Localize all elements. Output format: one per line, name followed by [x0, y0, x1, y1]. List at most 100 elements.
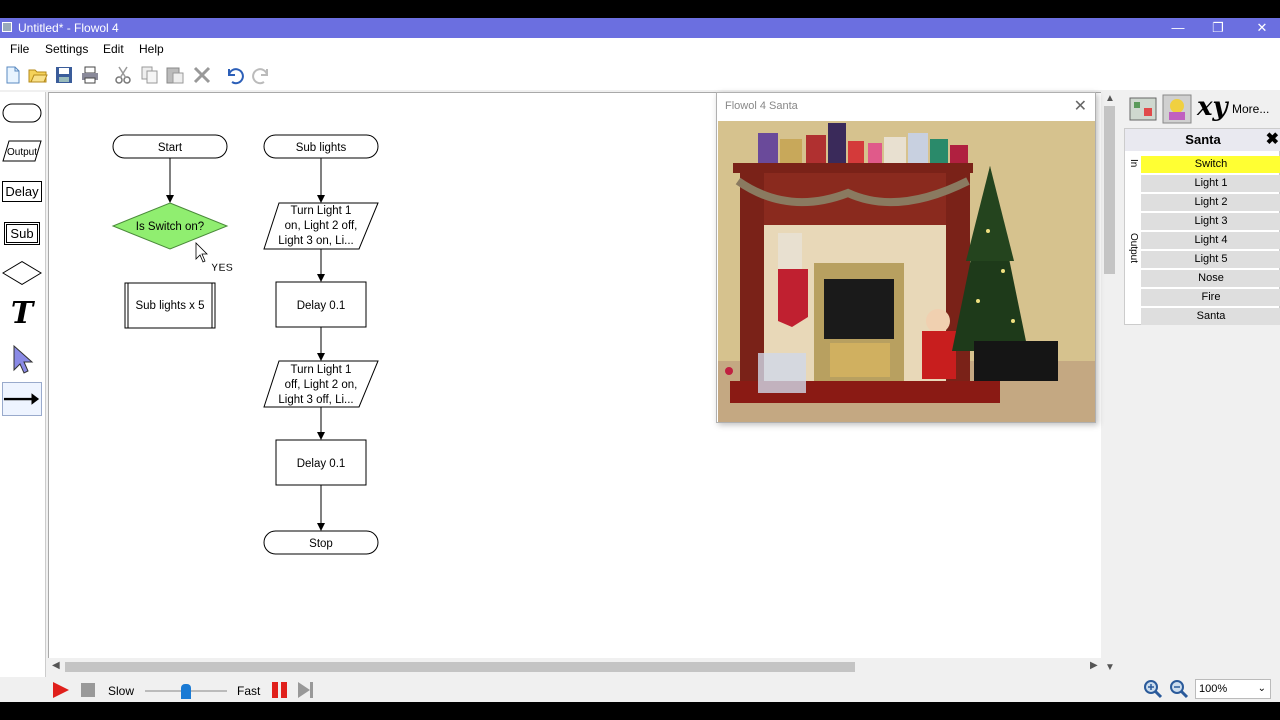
palette-start-stop[interactable]: [2, 96, 42, 130]
output-nose[interactable]: Nose: [1141, 270, 1280, 287]
io-status-panel: Santa ✖ In Output Switch Light 1 Light 2…: [1124, 128, 1280, 325]
start-node[interactable]: Start: [112, 134, 228, 159]
open-icon[interactable]: [28, 65, 48, 85]
mimic-santa-icon[interactable]: [1162, 94, 1192, 124]
xy-plot-button[interactable]: xy: [1197, 92, 1228, 122]
save-icon[interactable]: [54, 65, 74, 85]
palette-decision[interactable]: [2, 256, 42, 290]
palette-output-label: Output: [7, 147, 37, 158]
popup-title: Flowol 4 Santa: [725, 100, 798, 112]
run-icon[interactable]: [52, 682, 70, 698]
new-icon[interactable]: [3, 65, 23, 85]
palette-delay[interactable]: Delay: [2, 174, 42, 208]
delete-icon[interactable]: [192, 65, 212, 85]
output-node-2[interactable]: Turn Light 1 off, Light 2 on, Light 3 of…: [263, 360, 379, 408]
speed-slider-thumb[interactable]: [181, 684, 191, 699]
zoom-out-icon[interactable]: [1169, 679, 1189, 699]
start-label: Start: [158, 142, 183, 154]
output-light-4[interactable]: Light 4: [1141, 232, 1280, 249]
palette-sub-label: Sub: [4, 221, 40, 245]
mouse-cursor-icon: [195, 242, 208, 263]
mimic-title: Santa ✖: [1125, 129, 1280, 151]
scroll-left-icon[interactable]: ◀: [52, 660, 60, 671]
sub-call-label: Sub lights x 5: [135, 300, 204, 312]
more-mimics-button[interactable]: More...: [1232, 102, 1270, 116]
fireplace-scene: [718, 121, 1095, 422]
palette-delay-label: Delay: [2, 180, 42, 202]
menu-help[interactable]: Help: [139, 42, 164, 56]
print-icon[interactable]: [80, 65, 100, 85]
decision-label: Is Switch on?: [136, 221, 204, 233]
palette-select-pointer[interactable]: [2, 342, 42, 376]
vertical-scrollbar[interactable]: ▲ ▼: [1101, 92, 1118, 677]
title-bar: Untitled* - Flowol 4 — ❐ ✕: [0, 18, 1280, 38]
delay-node-2[interactable]: Delay 0.1: [275, 439, 367, 486]
horizontal-scroll-thumb[interactable]: [65, 662, 855, 672]
step-icon[interactable]: [297, 682, 315, 698]
santa-mimic-window[interactable]: Flowol 4 Santa ✕: [716, 92, 1096, 423]
app-icon: [2, 22, 12, 32]
redo-icon[interactable]: [252, 65, 272, 85]
copy-icon[interactable]: [140, 65, 160, 85]
palette-sub[interactable]: Sub: [2, 216, 42, 250]
decision-node[interactable]: Is Switch on?: [111, 202, 229, 250]
stop-node[interactable]: Stop: [263, 530, 379, 555]
stop-icon[interactable]: [80, 682, 96, 698]
cut-icon[interactable]: [113, 65, 133, 85]
horizontal-scrollbar[interactable]: ◀ ▶: [48, 658, 1103, 675]
flowol-window: Untitled* - Flowol 4 — ❐ ✕ File Settings…: [0, 18, 1280, 702]
scroll-up-icon[interactable]: ▲: [1105, 93, 1115, 104]
output-light-3[interactable]: Light 3: [1141, 213, 1280, 230]
pause-icon[interactable]: [271, 682, 289, 698]
vertical-scroll-thumb[interactable]: [1104, 106, 1115, 274]
maximize-button[interactable]: ❐: [1212, 20, 1224, 35]
sub-call-node[interactable]: Sub lights x 5: [124, 282, 216, 329]
outputs-label: Output: [1128, 233, 1139, 264]
sub-start-label: Sub lights: [296, 142, 347, 154]
undo-icon[interactable]: [224, 65, 244, 85]
toolbar: [0, 60, 1280, 90]
speed-slider[interactable]: [145, 681, 227, 699]
minimize-button[interactable]: —: [1171, 20, 1185, 35]
input-switch[interactable]: Switch: [1141, 156, 1280, 173]
output-1-line-1: Turn Light 1: [291, 205, 352, 217]
output-1-line-3: Light 3 on, Li...: [278, 235, 353, 247]
zoom-in-icon[interactable]: [1143, 679, 1163, 699]
popup-close-icon[interactable]: ✕: [1073, 98, 1087, 115]
output-node-1[interactable]: Turn Light 1 on, Light 2 off, Light 3 on…: [263, 202, 379, 250]
close-button[interactable]: ✕: [1256, 20, 1268, 35]
menu-settings[interactable]: Settings: [45, 42, 89, 56]
menu-file[interactable]: File: [10, 42, 30, 56]
inputs-label: In: [1128, 159, 1139, 168]
menu-edit[interactable]: Edit: [103, 42, 124, 56]
yes-label: YES: [211, 262, 233, 274]
output-2-line-2: off, Light 2 on,: [285, 379, 358, 391]
output-1-line-2: on, Light 2 off,: [285, 220, 358, 232]
pin-close-icon[interactable]: ✖: [1265, 131, 1279, 148]
speed-fast-label: Fast: [237, 684, 261, 698]
run-controls-bar: Slow Fast 100% ⌄: [0, 677, 1280, 702]
sub-start-node[interactable]: Sub lights: [263, 134, 379, 159]
zoom-select[interactable]: 100% ⌄: [1195, 679, 1271, 699]
output-santa[interactable]: Santa: [1141, 308, 1280, 325]
paste-icon[interactable]: [165, 65, 185, 85]
palette-output[interactable]: Output: [2, 134, 42, 168]
scroll-right-icon[interactable]: ▶: [1090, 660, 1098, 671]
output-light-2[interactable]: Light 2: [1141, 194, 1280, 211]
mimic-board-icon[interactable]: [1128, 94, 1158, 124]
symbol-palette: Output Delay Sub T: [0, 92, 46, 677]
output-light-5[interactable]: Light 5: [1141, 251, 1280, 268]
scroll-down-icon[interactable]: ▼: [1105, 662, 1115, 673]
palette-text[interactable]: T: [10, 295, 34, 331]
arrow-right-icon: [3, 393, 40, 405]
output-2-line-3: Light 3 off, Li...: [278, 394, 353, 406]
delay-node-1[interactable]: Delay 0.1: [275, 281, 367, 328]
palette-connector[interactable]: [2, 382, 42, 416]
delay-1-label: Delay 0.1: [297, 300, 346, 312]
window-title: Untitled* - Flowol 4: [18, 21, 119, 35]
chevron-down-icon: ⌄: [1257, 683, 1266, 694]
output-light-1[interactable]: Light 1: [1141, 175, 1280, 192]
output-fire[interactable]: Fire: [1141, 289, 1280, 306]
mimic-selector: xy More...: [1124, 92, 1280, 128]
speed-slow-label: Slow: [108, 684, 135, 698]
